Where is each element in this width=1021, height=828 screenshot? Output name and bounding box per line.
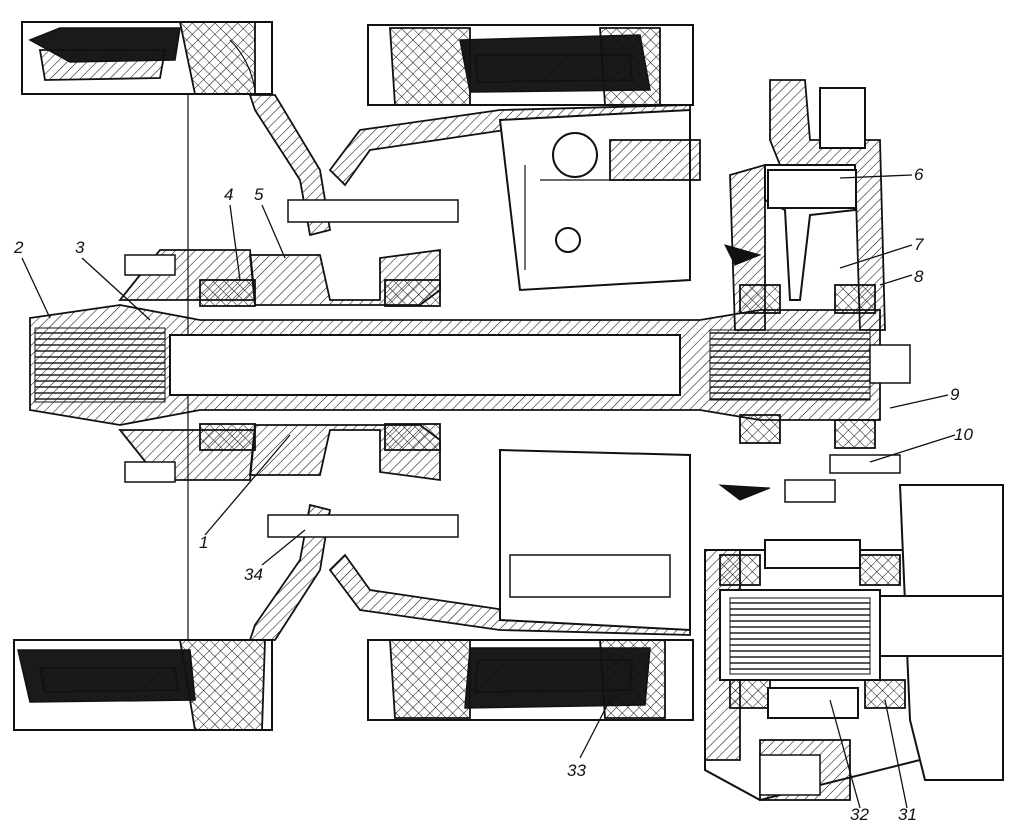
main-shaft (29, 304, 911, 426)
callout-32: 32 (850, 805, 869, 824)
callout-3: 3 (75, 238, 85, 257)
callout-7: 7 (914, 235, 924, 254)
callout-34: 34 (244, 565, 263, 584)
seal-upper (724, 244, 762, 266)
callout-33: 33 (567, 761, 586, 780)
brake-mechanism (524, 132, 701, 270)
callout-2: 2 (13, 238, 24, 257)
callout-8: 8 (914, 267, 924, 286)
callout-1: 1 (199, 533, 208, 552)
tapered-bearings (199, 279, 906, 709)
left-road-wheel-top (21, 21, 273, 95)
sprocket-gear (764, 169, 861, 719)
callout-4: 4 (224, 185, 233, 204)
callout-6: 6 (914, 165, 924, 184)
callout-5: 5 (254, 185, 264, 204)
callout-9: 9 (950, 385, 960, 404)
left-road-wheel-bottom (13, 639, 273, 731)
callout-31: 31 (898, 805, 917, 824)
callout-10: 10 (954, 425, 973, 444)
bolts (124, 199, 901, 796)
seal-lower (718, 484, 771, 501)
output-gear (719, 589, 1004, 681)
middle-road-wheel-top (367, 24, 694, 106)
leader-lines (21, 174, 956, 809)
middle-road-wheel-bottom (367, 639, 694, 721)
